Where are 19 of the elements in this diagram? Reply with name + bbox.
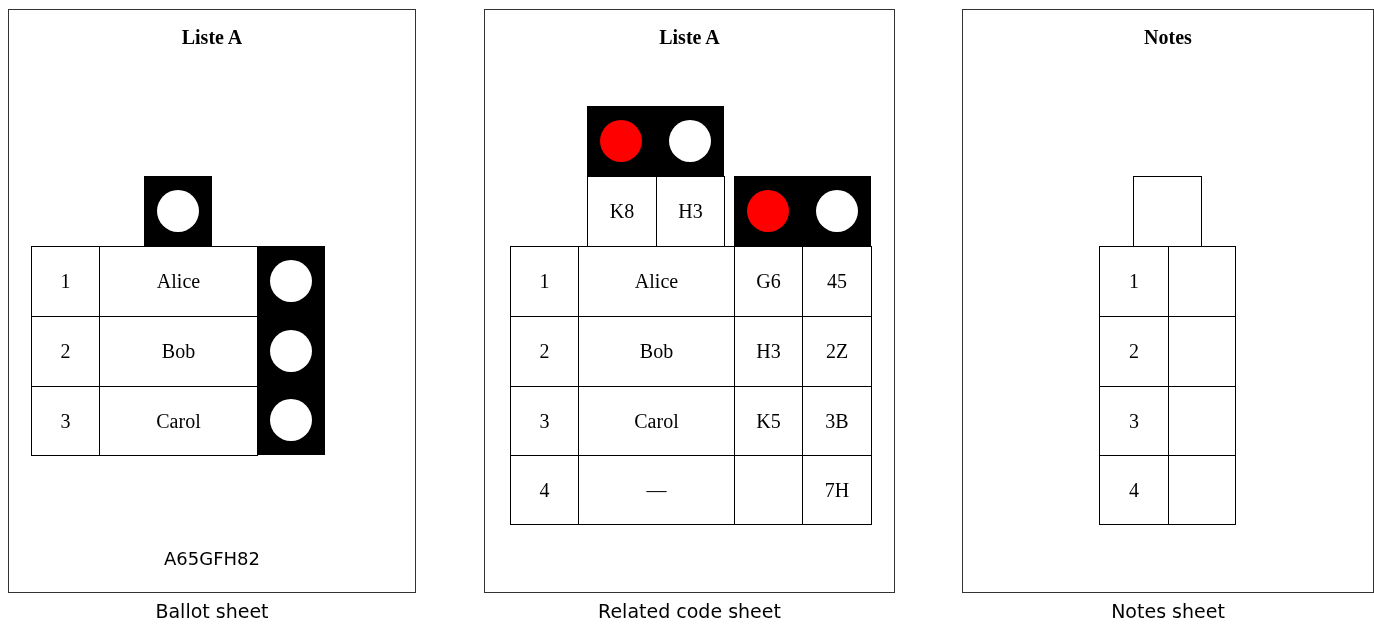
table-cell: 1 bbox=[31, 246, 100, 317]
table-cell: 4 bbox=[1099, 455, 1169, 525]
sheet-title: Liste A bbox=[180, 26, 244, 49]
table-cell: 45 bbox=[802, 246, 872, 317]
ballot-code: A65GFH82 bbox=[163, 548, 261, 569]
sheet-card bbox=[8, 9, 416, 593]
table-cell: 3 bbox=[31, 386, 100, 456]
sheet-card bbox=[962, 9, 1374, 593]
table-cell: 4 bbox=[510, 455, 579, 525]
sheet-title: Liste A bbox=[658, 26, 721, 49]
sheet-caption: Notes sheet bbox=[1111, 600, 1225, 622]
sheet-title: Notes bbox=[1143, 26, 1193, 49]
table-cell: K8 bbox=[587, 176, 657, 247]
sheet-caption: Ballot sheet bbox=[155, 600, 269, 622]
sheet-caption: Related code sheet bbox=[598, 600, 781, 622]
table-cell: 7H bbox=[802, 455, 872, 525]
sheet-card bbox=[484, 9, 895, 593]
table-cell: H3 bbox=[656, 176, 725, 247]
table-cell: 1 bbox=[510, 246, 579, 317]
